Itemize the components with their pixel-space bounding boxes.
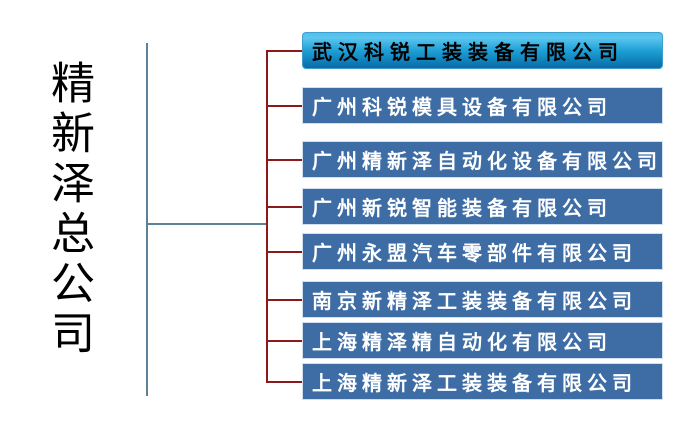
org-node: 广州永盟汽车零部件有限公司 xyxy=(302,233,663,270)
connector-trunk-horizontal xyxy=(146,223,267,225)
org-node: 上海精泽精自动化有限公司 xyxy=(302,322,663,359)
connector-stub xyxy=(266,340,303,342)
org-node: 广州精新泽自动化设备有限公司 xyxy=(302,141,663,178)
connector-trunk-vertical xyxy=(146,43,148,396)
connector-stub xyxy=(266,50,303,52)
parent-company-name: 精新泽总公司 xyxy=(43,60,94,360)
org-node: 上海精新泽工装装备有限公司 xyxy=(302,363,663,400)
connector-stub xyxy=(266,159,303,161)
org-node: 广州科锐模具设备有限公司 xyxy=(302,87,663,124)
connector-stub xyxy=(266,251,303,253)
connector-branch-vertical xyxy=(266,50,268,382)
connector-stub xyxy=(266,206,303,208)
connector-stub xyxy=(266,381,303,383)
connector-stub xyxy=(266,105,303,107)
org-node: 武汉科锐工装装备有限公司 xyxy=(302,32,663,69)
org-node: 广州新锐智能装备有限公司 xyxy=(302,188,663,225)
connector-stub xyxy=(266,299,303,301)
org-node: 南京新精泽工装装备有限公司 xyxy=(302,281,663,318)
